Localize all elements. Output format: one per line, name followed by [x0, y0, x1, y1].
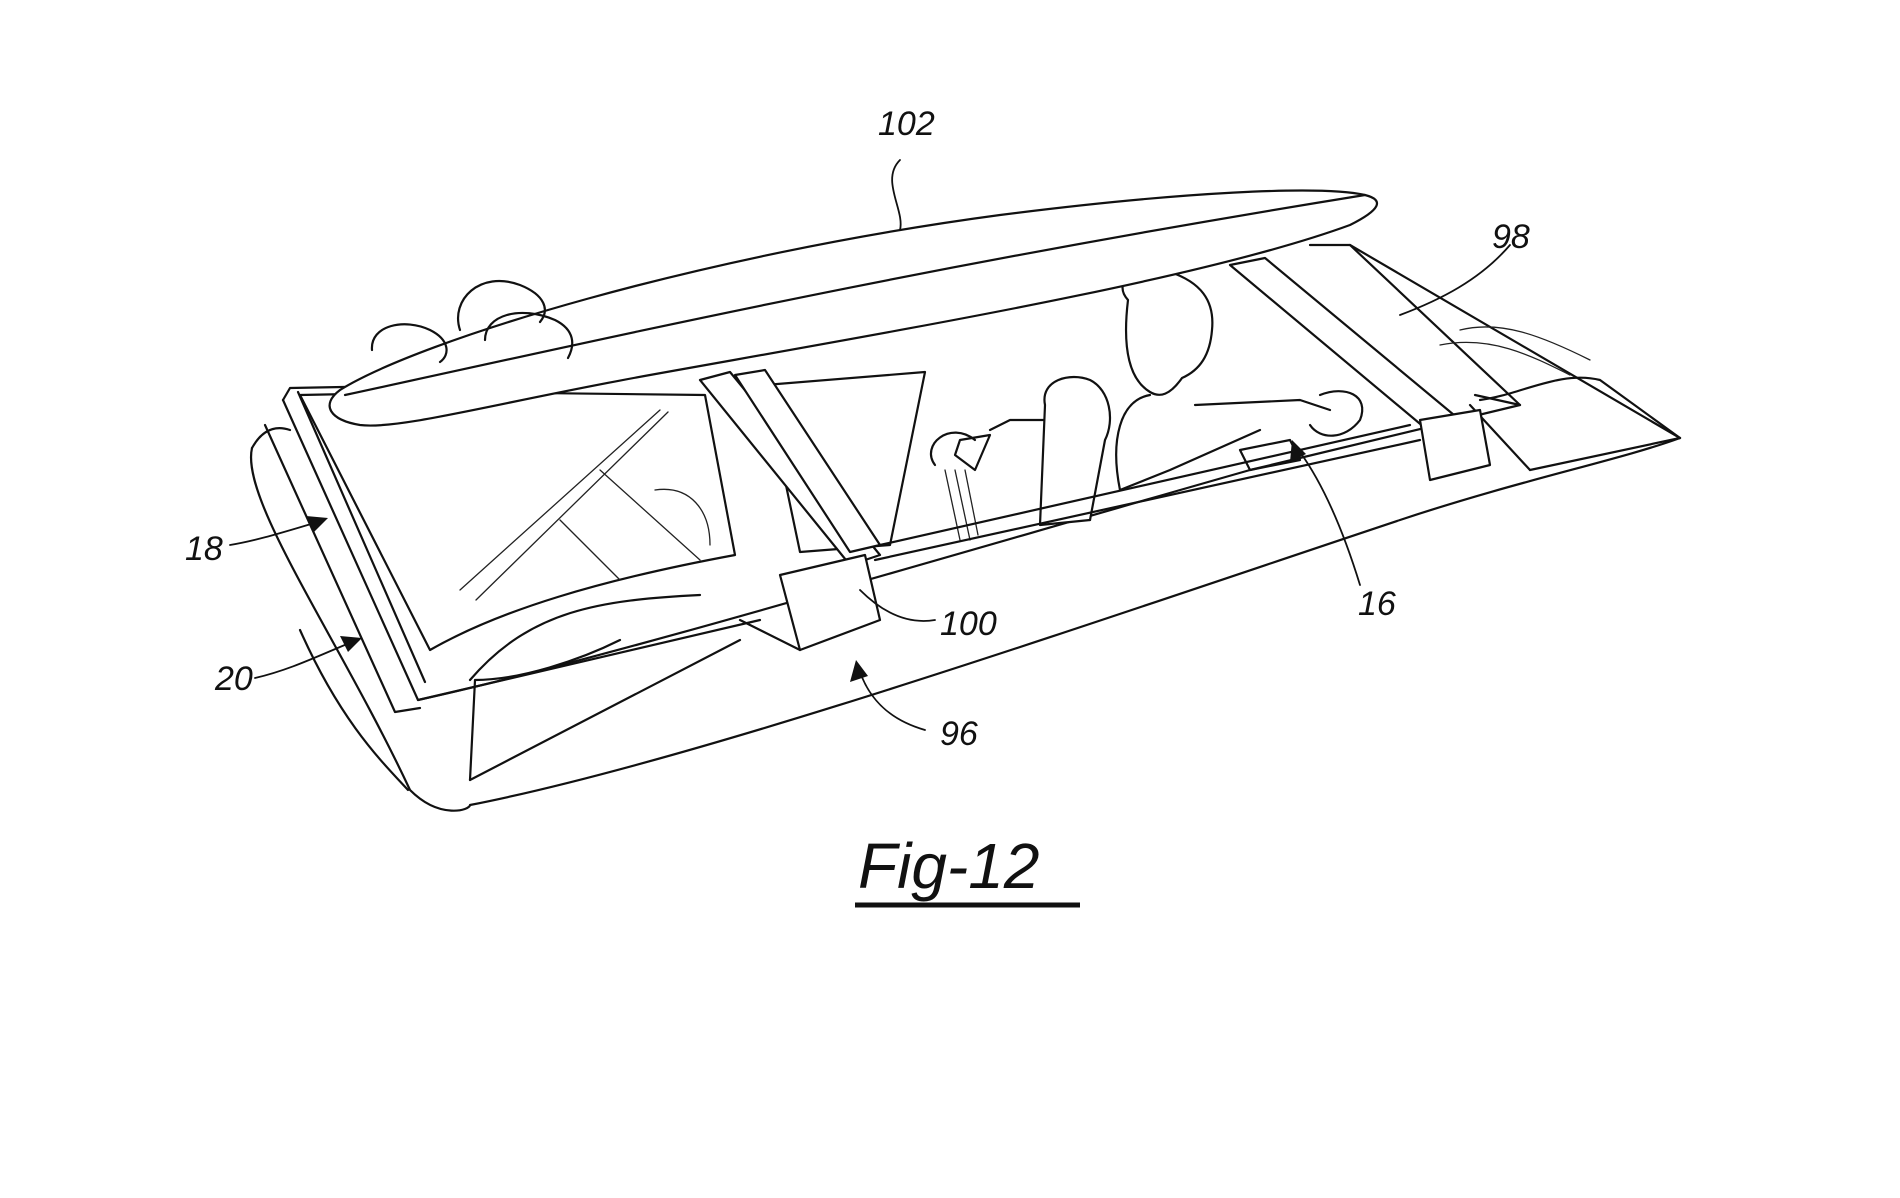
label-16: 16 [1358, 585, 1396, 623]
label-18: 18 [185, 530, 223, 568]
leader-lines [229, 159, 1511, 731]
label-102: 102 [878, 105, 935, 143]
label-100: 100 [940, 605, 997, 643]
rear-roof [1308, 243, 1682, 472]
label-96: 96 [940, 715, 978, 753]
roof-frame [263, 383, 1522, 714]
label-20: 20 [214, 660, 253, 698]
surfboard [328, 189, 1378, 427]
front-window [298, 390, 737, 652]
label-98: 98 [1492, 218, 1530, 256]
roof-rack [698, 256, 1492, 652]
figure-title: Fig-12 [858, 830, 1039, 902]
